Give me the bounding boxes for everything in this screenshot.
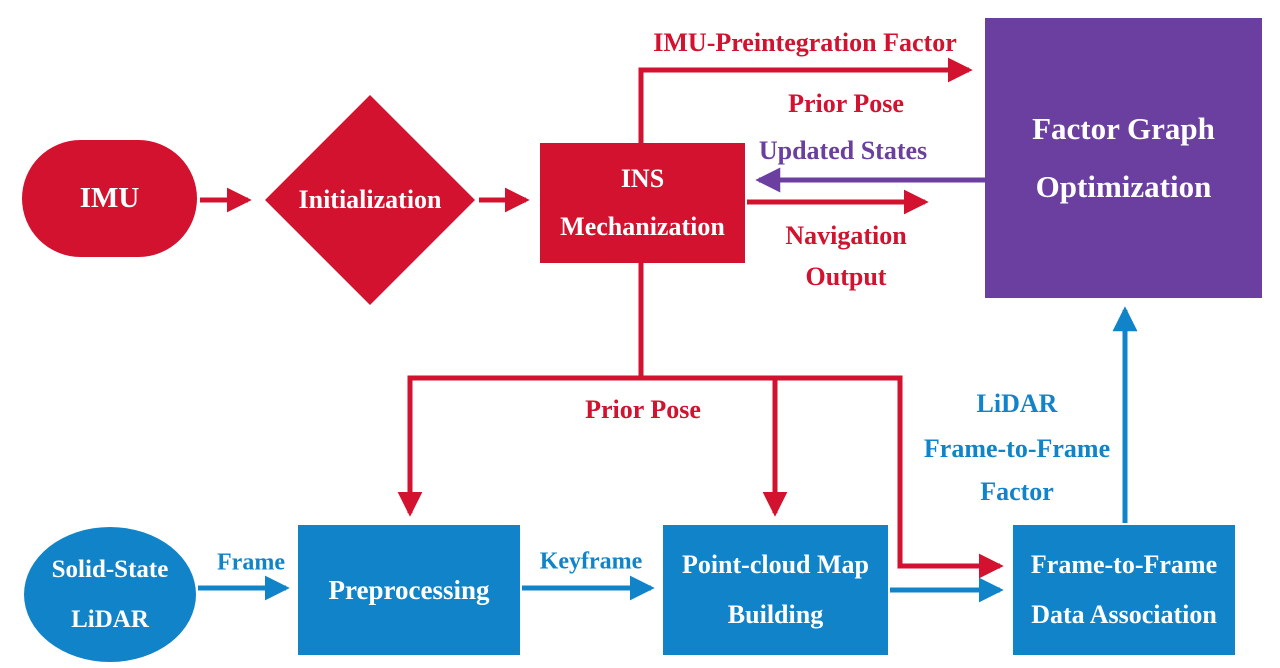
node-frame-to-frame-data-association: Frame-to-Frame Data Association (1013, 525, 1235, 655)
edge-prior-pose-to-data-association (897, 378, 1004, 579)
node-ffda-line2: Data Association (1031, 600, 1217, 629)
node-pcmb-line1: Point-cloud Map (681, 550, 870, 579)
node-lidar-line2: LiDAR (71, 605, 149, 633)
label-prior-pose-top: Prior Pose (788, 89, 904, 118)
label-navigation-output-line1: Navigation (785, 221, 907, 250)
node-initialization-label: Initialization (298, 185, 442, 214)
label-keyframe: Keyframe (539, 548, 643, 575)
label-imu-preintegration-factor: IMU-Preintegration Factor (653, 28, 957, 57)
node-point-cloud-map-building: Point-cloud Map Building (663, 525, 888, 655)
node-pcmb-line2: Building (727, 600, 824, 629)
node-preprocessing: Preprocessing (298, 525, 520, 655)
label-lidar-factor-line3: Factor (980, 477, 1054, 506)
node-ffda-line1: Frame-to-Frame (1030, 550, 1218, 579)
label-updated-states: Updated States (758, 136, 928, 165)
node-factor-graph-optimization: Factor Graph Optimization (985, 18, 1262, 298)
label-prior-pose-bottom: Prior Pose (585, 395, 701, 424)
label-lidar-factor-line1: LiDAR (976, 389, 1058, 418)
node-lidar-line1: Solid-State (51, 555, 169, 583)
node-solid-state-lidar: Solid-State LiDAR (24, 527, 196, 662)
label-navigation-output-line2: Output (805, 262, 887, 291)
node-preprocessing-label: Preprocessing (328, 574, 490, 605)
node-ins-line1: INS (620, 164, 665, 193)
label-lidar-factor-line2: Frame-to-Frame (923, 434, 1111, 463)
label-frame: Frame (217, 549, 285, 576)
edge-ins-to-fgo-preintegration (638, 57, 973, 143)
node-ins-line2: Mechanization (560, 212, 725, 241)
node-fgo-line2: Optimization (1035, 169, 1212, 204)
node-imu-label: IMU (79, 182, 140, 214)
node-fgo-line1: Factor Graph (1032, 111, 1215, 146)
node-imu: IMU (22, 140, 197, 257)
node-ins-mechanization: INS Mechanization (540, 143, 745, 263)
